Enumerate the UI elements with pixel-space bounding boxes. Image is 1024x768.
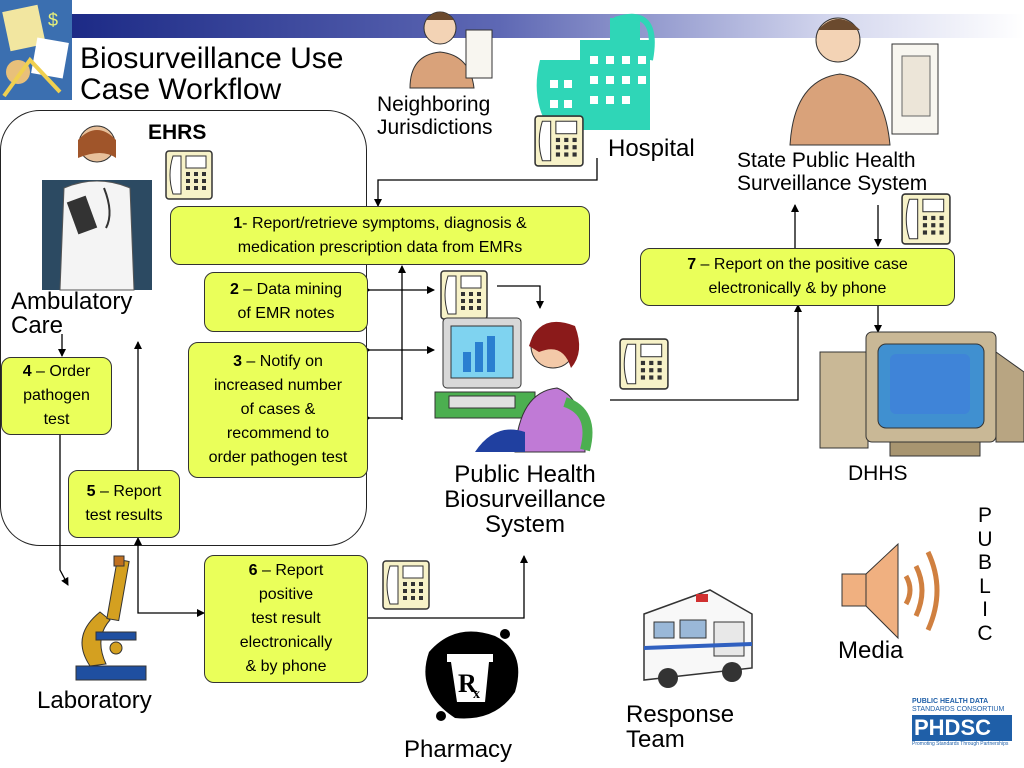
step-3-line-1: – Notify on	[241, 353, 323, 370]
laboratory-label: Laboratory	[37, 687, 152, 714]
public-letter: L	[979, 574, 991, 598]
ambulatory-line-1: Ambulatory	[11, 288, 133, 315]
step-5-box: 5 – Report test results	[68, 470, 180, 538]
hospital-label: Hospital	[608, 135, 695, 162]
step-5-number: 5	[86, 483, 96, 500]
public-letter: C	[977, 621, 993, 645]
pharmacy-label: Pharmacy	[404, 736, 513, 763]
step-7-line-1: – Report on the positive case	[696, 256, 908, 273]
phone-icon-phbs-right	[619, 338, 669, 390]
step-5-line-1: – Report	[95, 483, 162, 500]
phbs-line-1: Public Health	[454, 461, 596, 488]
logo-line-1: PUBLIC HEALTH DATA	[912, 698, 989, 705]
page-title: Biosurveillance Use Case Workflow	[80, 43, 343, 105]
phdsc-logo: PUBLIC HEALTH DATA STANDARDS CONSORTIUM …	[912, 698, 1012, 754]
ehrs-label: EHRS	[148, 121, 207, 144]
pharmacy-rx-icon: R x	[425, 629, 519, 721]
step-7-box: 7 – Report on the positive case electron…	[640, 248, 955, 306]
ambulatory-line-2: Care	[11, 312, 64, 339]
public-vertical-label: P U B L I C	[975, 504, 995, 645]
finance-clipart-icon: $	[0, 0, 72, 100]
step-4-line-3: test	[43, 411, 70, 428]
response-team-label: Response Team	[626, 701, 735, 754]
step-6-line-3: test result	[251, 610, 321, 627]
phone-icon-ehrs	[165, 150, 213, 200]
step-1-box: 1- Report/retrieve symptoms, diagnosis &…	[170, 206, 590, 265]
neighboring-jurisdictions-label: Neighboring Jurisdictions	[377, 93, 493, 139]
step-6-line-5: & by phone	[245, 658, 327, 675]
header-band	[70, 14, 1024, 38]
step-2-line-2: of EMR notes	[237, 305, 335, 322]
step-6-line-4: electronically	[239, 634, 333, 651]
svg-text:x: x	[473, 687, 480, 702]
step-1-line-1: - Report/retrieve symptoms, diagnosis &	[242, 214, 527, 232]
svg-text:R: R	[458, 669, 477, 698]
logo-name: PHDSC	[912, 715, 1012, 741]
logo-tagline: Promoting Standards Through Partnerships	[912, 741, 1009, 747]
state-system-label: State Public Health Surveillance System	[737, 149, 927, 195]
step-3-box: 3 – Notify on increased number of cases …	[188, 342, 368, 478]
neighboring-official-icon	[409, 11, 493, 89]
phone-icon-state	[901, 193, 951, 245]
step-5-line-2: test results	[85, 507, 163, 524]
public-letter: B	[977, 551, 992, 575]
step-3-number: 3	[233, 353, 242, 370]
step-4-line-1: – Order	[31, 363, 91, 380]
ehrs-container	[0, 110, 367, 546]
public-letter: U	[977, 527, 993, 551]
public-letter: I	[982, 598, 988, 622]
state-line-2: Surveillance System	[737, 172, 928, 196]
microscope-icon	[75, 555, 147, 681]
logo-line-2: STANDARDS CONSORTIUM	[912, 706, 1005, 713]
ambulatory-care-label: Ambulatory Care	[11, 290, 132, 338]
step-6-number: 6	[248, 562, 258, 579]
title-line-2: Case Workflow	[80, 73, 282, 106]
media-label: Media	[838, 637, 904, 664]
state-official-icon	[789, 17, 939, 146]
dhhs-label: DHHS	[848, 462, 908, 485]
step-3-line-4: recommend to	[226, 425, 330, 442]
computer-operator-icon	[434, 317, 593, 453]
phbs-label: Public Health Biosurveillance System	[425, 462, 625, 538]
step-6-line-1: – Report	[257, 562, 324, 579]
step-7-number: 7	[687, 256, 697, 273]
phone-icon-phbs	[440, 270, 488, 320]
neighboring-line-2: Jurisdictions	[377, 115, 493, 139]
step-4-line-2: pathogen	[23, 387, 90, 404]
step-1-number: 1	[233, 214, 243, 232]
step-3-line-3: of cases &	[240, 401, 316, 418]
response-line-1: Response	[626, 701, 735, 728]
step-4-number: 4	[22, 363, 32, 380]
media-speaker-icon	[841, 542, 940, 640]
public-letter: P	[977, 504, 992, 527]
step-6-box: 6 – Report positive test result electron…	[204, 555, 368, 683]
ambulance-icon	[643, 589, 753, 688]
step-7-line-2: electronically & by phone	[708, 280, 887, 297]
hospital-building-icon	[536, 13, 655, 130]
phone-icon-lab	[382, 560, 430, 610]
step-3-line-5: order pathogen test	[208, 449, 348, 466]
svg-text:$: $	[48, 10, 58, 30]
state-line-1: State Public Health	[737, 149, 916, 172]
step-4-box: 4 – Order pathogen test	[1, 357, 112, 435]
title-line-1: Biosurveillance Use	[80, 42, 344, 75]
phone-icon-hospital	[534, 115, 584, 167]
doctor-icon	[42, 125, 152, 291]
step-2-line-1: – Data mining	[238, 281, 343, 298]
response-line-2: Team	[626, 726, 685, 754]
phbs-line-3: System	[484, 511, 565, 539]
step-6-line-2: positive	[258, 586, 314, 603]
dhhs-computer-icon	[819, 331, 1024, 457]
step-1-line-2: medication prescription data from EMRs	[237, 238, 523, 256]
neighboring-line-1: Neighboring	[377, 93, 491, 116]
phbs-line-2: Biosurveillance	[444, 486, 606, 514]
step-3-line-2: increased number	[213, 377, 343, 394]
step-2-box: 2 – Data mining of EMR notes	[204, 272, 368, 332]
step-2-number: 2	[229, 281, 239, 298]
